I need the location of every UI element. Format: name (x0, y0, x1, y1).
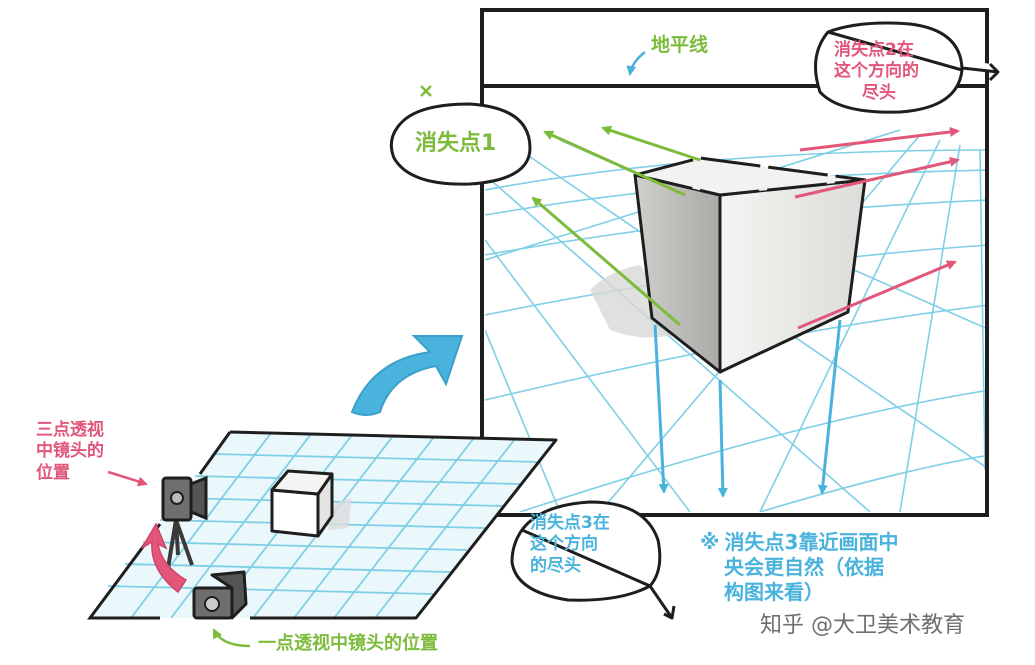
horizon-pointer-arrow (626, 51, 646, 76)
vp3-note: ※ 消失点3靠近画面中 央会更自然（依据 构图来看） (700, 530, 898, 605)
one-point-pointer-arrow (212, 628, 251, 648)
vp3-bubble (510, 500, 676, 620)
vp1-bubble (389, 102, 532, 186)
three-point-label-line1: 三点透视 (36, 420, 104, 440)
vp2-label-line1: 消失点2在 (834, 40, 914, 60)
camera-move-arrow (141, 522, 188, 594)
arrows-to-vp2 (794, 126, 960, 330)
three-point-label-line2: 中镜头的 (36, 441, 104, 462)
vp2-label-line3: 尽头 (862, 82, 896, 103)
vp2-bubble (814, 21, 1000, 114)
note-mark-icon: ※ (700, 530, 720, 554)
vp3-label-line1: 消失点3在 (530, 513, 610, 533)
vp2-label-line2: 这个方向的 (834, 61, 919, 82)
cube-right-face (718, 178, 867, 374)
three-point-camera-label: 三点透视 中镜头的 位置 (36, 420, 104, 484)
note-line3: 构图来看） (724, 580, 824, 604)
vp2-label: 消失点2在 这个方向的 尽头 (834, 40, 919, 104)
three-point-pointer-arrow (107, 470, 148, 487)
vp3-label-line2: 这个方向 (530, 534, 598, 555)
watermark: 知乎 @大卫美术教育 (760, 613, 965, 638)
arrows-to-vp3 (653, 319, 842, 498)
vp3-label: 消失点3在 这个方向 的尽头 (530, 513, 610, 577)
vp1-marker-icon (420, 85, 432, 97)
cube-three-point (590, 156, 867, 374)
note-line2: 央会更自然（依据 (724, 555, 884, 579)
vp3-label-line3: 的尽头 (530, 555, 581, 576)
three-point-label-line3: 位置 (36, 462, 70, 483)
floor-cube (270, 469, 352, 538)
transition-arrow (350, 335, 464, 416)
horizon-label: 地平线 (651, 34, 709, 56)
ground-camera-icon (192, 570, 248, 620)
note-line1: 消失点3靠近画面中 (724, 530, 899, 554)
one-point-camera-label: 一点透视中镜头的位置 (258, 633, 438, 654)
vp1-label: 消失点1 (415, 131, 497, 156)
arrows-to-vp1 (531, 125, 701, 327)
